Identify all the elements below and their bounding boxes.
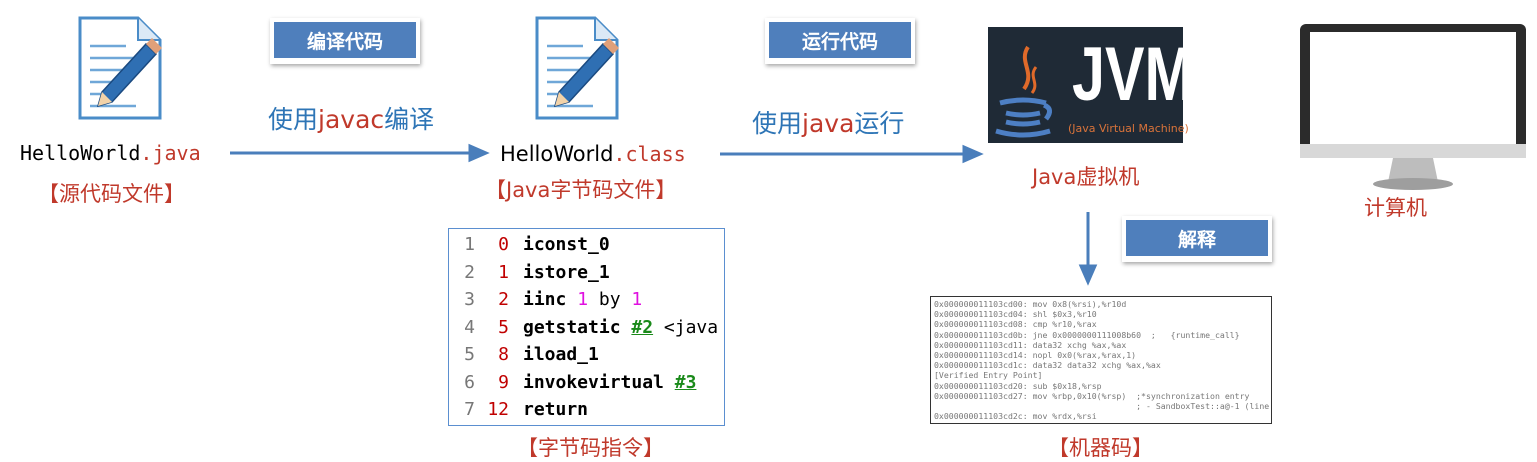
line-number: 2 <box>464 261 475 283</box>
bytecode-line: 4 5 getstatic #2 <java <box>455 314 718 341</box>
source-filename: HelloWorld.java <box>20 141 201 165</box>
class-caption: 【Java字节码文件】 <box>485 178 677 202</box>
offset: 9 <box>498 371 509 393</box>
opcode: istore_1 <box>523 261 610 283</box>
jvm-caption: Java虚拟机 <box>1032 165 1140 189</box>
source-caption: 【源代码文件】 <box>38 182 185 206</box>
opcode: iconst_0 <box>523 234 610 255</box>
compile-code-label: 编译代码 <box>274 22 416 58</box>
bytecode-line: 1 0 iconst_0 <box>455 231 610 258</box>
jvm-logo: JVM (Java Virtual Machine) <box>988 27 1194 143</box>
bytecode-line: 6 9 invokevirtual #3 <box>455 369 696 396</box>
offset: 8 <box>498 344 509 365</box>
jvm-logo-text: JVM <box>1072 32 1194 117</box>
machine-code-line: [Verified Entry Point] <box>934 370 1043 381</box>
line-number: 3 <box>464 289 475 310</box>
bytecode-line: 3 2 iinc 1 by 1 <box>455 286 642 313</box>
opcode: invokevirtual <box>523 371 664 393</box>
javac-command: javac <box>318 105 385 134</box>
jvm-logo-subtitle: (Java Virtual Machine) <box>1068 122 1189 135</box>
offset: 12 <box>487 399 509 420</box>
run-with-java: 使用java运行 <box>752 104 904 140</box>
offset: 2 <box>498 289 509 310</box>
line-number: 7 <box>464 399 475 420</box>
java-command: java <box>802 109 855 138</box>
operand: 1 <box>631 289 643 310</box>
class-ext: .class <box>613 142 686 166</box>
compile-code-step: 编译代码 <box>270 18 420 64</box>
constant-ref-link[interactable]: #2 <box>631 316 654 338</box>
offset: 5 <box>498 316 509 338</box>
offset: 0 <box>498 234 509 255</box>
operand: 1 <box>577 289 589 310</box>
offset: 1 <box>498 261 509 283</box>
run-code-label: 运行代码 <box>769 22 911 58</box>
run-code-step: 运行代码 <box>765 18 915 64</box>
line-number: 1 <box>464 234 475 255</box>
opcode: getstatic <box>523 316 621 338</box>
run-suffix: 运行 <box>854 109 905 138</box>
java-cup-icon <box>995 45 1052 138</box>
operand-keyword: by <box>598 289 621 310</box>
interpret-step: 解释 <box>1122 216 1272 262</box>
machine-code-line: 0x000000011103cd00: mov 0x8(%rsi),%r10d <box>934 299 1127 309</box>
bytecode-listing: 1 0 iconst_0 2 1 istore_1 3 2 iinc 1 by 1 4 5 getst… <box>448 228 725 426</box>
machine-code-line: 0x000000011103cd04: shl $0x3,%r10 <box>934 309 1097 320</box>
bytecode-line: 7 12 return <box>455 396 588 423</box>
machine-code-line: 0x000000011103cd0b: jne 0x0000000111008b… <box>934 329 1240 340</box>
machine-code-line: ; - SandboxTest::a@-1 (line 5) <box>934 401 1272 412</box>
machine-code-line: 0x000000011103cd11: data32 xchg %ax,%ax <box>934 339 1127 350</box>
source-basename: HelloWorld <box>20 141 141 165</box>
line-number: 5 <box>464 344 475 365</box>
machine-code-line: 0x000000011103cd20: sub $0x18,%rsp <box>934 380 1102 391</box>
machine-code-caption: 【机器码】 <box>1048 436 1153 460</box>
opcode: iinc <box>523 289 567 310</box>
machine-code-line: 0x000000011103cd14: nopl 0x0(%rax,%rax,1… <box>934 350 1137 361</box>
source-ext: .java <box>140 141 201 165</box>
compile-prefix: 使用 <box>268 105 319 134</box>
opcode: iload_1 <box>523 344 599 365</box>
computer-monitor-icon <box>1300 24 1526 190</box>
compile-suffix: 编译 <box>384 105 435 134</box>
machine-code-line: 0x000000011103cd27: mov %rbp,0x10(%rsp) … <box>934 390 1250 401</box>
bytecode-line: 5 8 iload_1 <box>455 341 599 368</box>
class-basename: HelloWorld <box>500 142 614 166</box>
machine-code-line: 0x000000011103cd08: cmp %r10,%rax <box>934 319 1097 330</box>
machine-code-line: 0x000000011103cd2c: mov %rdx,%rsi <box>934 411 1097 422</box>
bytecode-line: 2 1 istore_1 <box>455 259 610 286</box>
operand-comment: <java <box>663 316 719 338</box>
interpret-label: 解释 <box>1126 220 1268 256</box>
class-file-icon <box>535 16 619 120</box>
opcode: return <box>523 399 589 420</box>
class-filename: HelloWorld.class <box>500 142 686 166</box>
line-number: 6 <box>464 371 475 393</box>
line-number: 4 <box>464 316 475 338</box>
bytecode-caption: 【字节码指令】 <box>517 436 664 460</box>
compile-with-javac: 使用javac编译 <box>268 100 434 136</box>
run-prefix: 使用 <box>752 109 803 138</box>
machine-code-line: 0x000000011103cd1c: data32 data32 xchg %… <box>934 360 1161 371</box>
constant-ref-link[interactable]: #3 <box>674 371 697 393</box>
computer-caption: 计算机 <box>1364 196 1427 220</box>
source-file-icon <box>78 16 162 120</box>
